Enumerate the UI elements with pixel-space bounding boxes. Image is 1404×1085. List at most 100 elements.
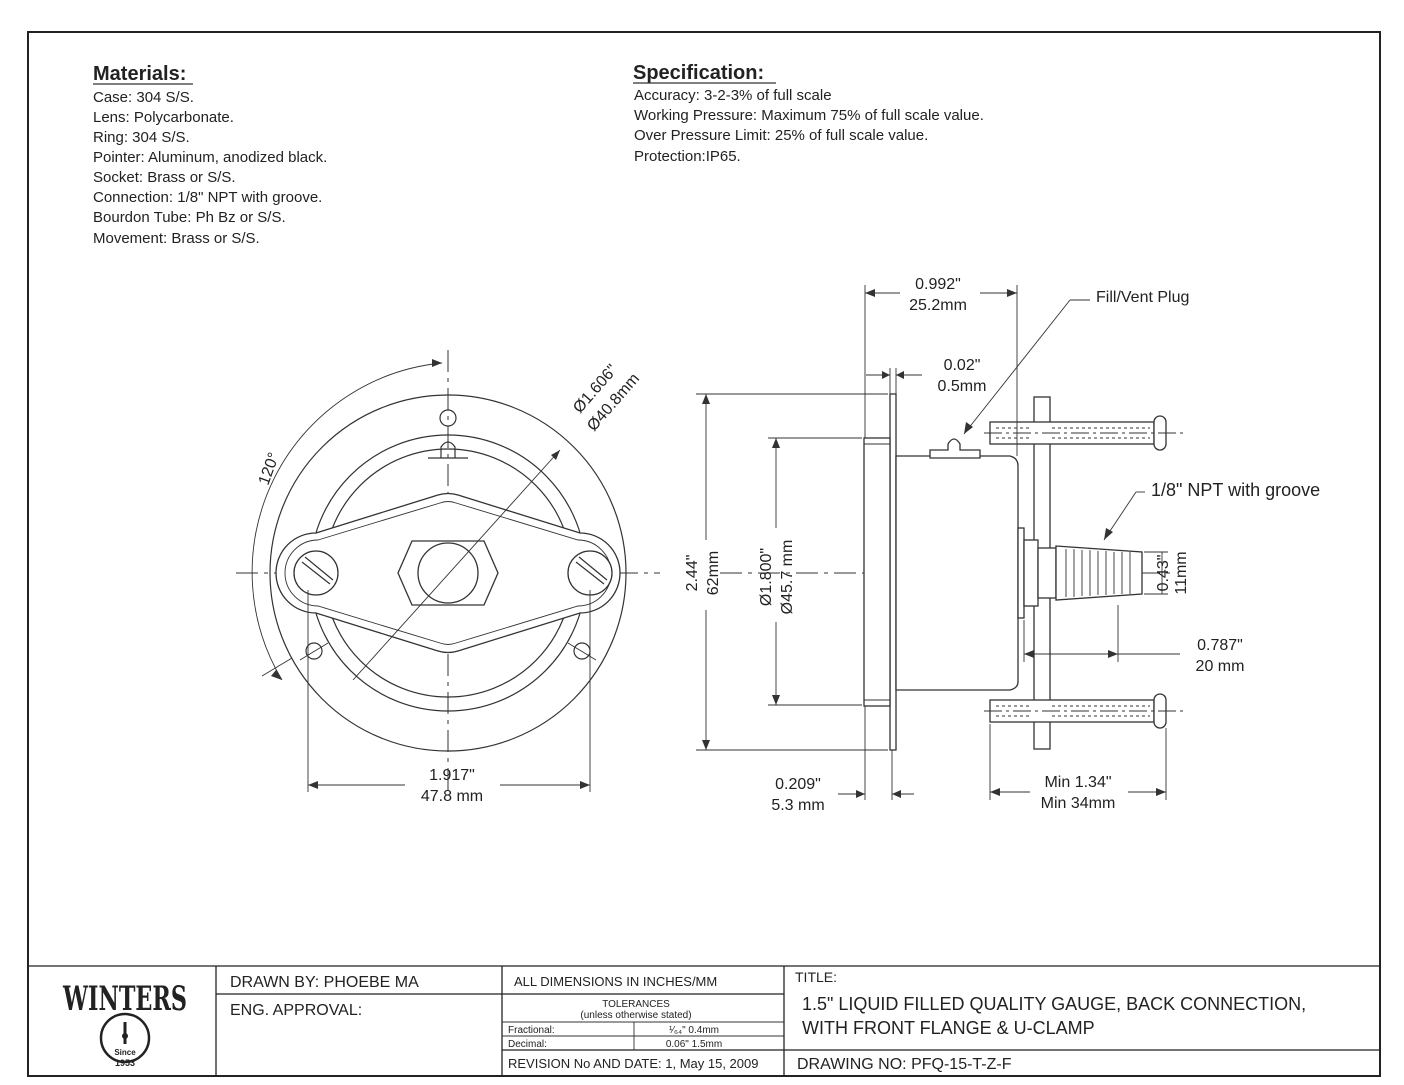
- width-arrow-left: [308, 781, 318, 789]
- case-diameter-in: Ø1.800": [758, 548, 775, 606]
- title-label: TITLE:: [795, 969, 837, 985]
- clamp-arrow-left: [990, 788, 1000, 796]
- front-flange: [889, 393, 897, 751]
- side-view: 0.992" 25.2mm 0.02" 0.5mm Fill/Vent Plug…: [684, 276, 1320, 814]
- npt-thread: [1055, 545, 1143, 601]
- specification-heading: Specification:: [633, 62, 764, 84]
- fill-vent-leader: [963, 299, 1071, 435]
- gauge-case: [895, 455, 1019, 691]
- materials-line: Lens: Polycarbonate.: [93, 109, 234, 126]
- flange-arrow-right: [896, 371, 904, 379]
- eng-approval: ENG. APPROVAL:: [230, 1002, 362, 1019]
- screw-slot-right: [575, 561, 605, 585]
- title-block: WINTERS Since 1953 DRAWN BY: PHOEBE MA E…: [28, 965, 1380, 1076]
- depth-arrow-right: [1007, 289, 1017, 297]
- stem-dimension-mm: 20 mm: [1196, 658, 1245, 675]
- materials-line: Pointer: Aluminum, anodized black.: [93, 149, 327, 166]
- decimal-label: Decimal:: [508, 1039, 547, 1050]
- connector-stem: [417, 542, 479, 604]
- screw-slot-left: [301, 561, 331, 585]
- outer-flange-ring: [269, 394, 627, 752]
- stem-arrow-left: [1024, 650, 1034, 658]
- angle-leader: [261, 657, 293, 677]
- angle-arc: [251, 362, 443, 681]
- materials-line: Movement: Brass or S/S.: [93, 230, 260, 247]
- clamp-arrow-right: [1156, 788, 1166, 796]
- diameter-leader: [352, 449, 561, 681]
- logo-gauge-hub: [122, 1033, 128, 1039]
- fractional-value: ¹⁄₆₄" 0.4mm: [669, 1025, 719, 1036]
- width-arrow-right: [580, 781, 590, 789]
- bezel-dimension-in: 0.209": [775, 776, 821, 793]
- u-clamp-plate-inner: [284, 501, 612, 645]
- logo-since: Since: [114, 1048, 136, 1057]
- materials-line: Ring: 304 S/S.: [93, 129, 190, 146]
- width-dimension-in: 1.917": [429, 767, 475, 784]
- stem-dimension-in: 0.787": [1197, 637, 1243, 654]
- dimensions-note: ALL DIMENSIONS IN INCHES/MM: [514, 974, 717, 989]
- bezel-dimension-mm: 5.3 mm: [771, 797, 824, 814]
- clamp-dimension-in: Min 1.34": [1044, 774, 1111, 791]
- tolerances-heading: TOLERANCES: [602, 999, 670, 1010]
- logo-year: 1953: [115, 1058, 135, 1068]
- materials-heading: Materials:: [93, 63, 186, 85]
- fill-vent-plug: [929, 438, 981, 459]
- fill-vent-label: Fill/Vent Plug: [1096, 289, 1189, 306]
- materials-line: Bourdon Tube: Ph Bz or S/S.: [93, 209, 286, 226]
- depth-dimension-mm: 25.2mm: [909, 297, 967, 314]
- drawing-frame: [27, 31, 1381, 1077]
- decimal-value: 0.06" 1.5mm: [666, 1039, 722, 1050]
- logo-wordmark: WINTERS: [62, 979, 187, 1019]
- angle-arrow-top: [432, 359, 442, 367]
- height-arrow-bottom: [702, 740, 710, 750]
- height-dimension-in: 2.44": [684, 555, 701, 592]
- bezel: [863, 437, 891, 707]
- socket-block: [1017, 527, 1025, 619]
- socket-neck: [1037, 547, 1057, 599]
- case-diameter-mm: Ø45.7 mm: [779, 540, 796, 615]
- specification-line: Protection:IP65.: [634, 148, 741, 165]
- case-dia-arrow-top: [772, 438, 780, 448]
- depth-dimension-in: 0.992": [915, 276, 961, 293]
- mounting-hole: [439, 409, 457, 427]
- npt-label: 1/8" NPT with groove: [1151, 480, 1320, 500]
- specification-line: Accuracy: 3-2-3% of full scale: [634, 87, 832, 104]
- screw-slot-left: [304, 556, 334, 581]
- clamp-dimension-mm: Min 34mm: [1041, 795, 1116, 812]
- fractional-label: Fractional:: [508, 1025, 555, 1036]
- fill-vent-arrow: [964, 422, 973, 434]
- mounting-hole: [305, 642, 323, 660]
- angle-arrow-bottom: [271, 670, 282, 680]
- title-line-2: WITH FRONT FLANGE & U-CLAMP: [802, 1018, 1095, 1038]
- fill-plug-front: [440, 441, 456, 458]
- drawing-number: DRAWING NO: PFQ-15-T-Z-F: [797, 1056, 1012, 1073]
- case-dia-arrow-bottom: [772, 695, 780, 705]
- depth-arrow-left: [865, 289, 875, 297]
- hole-center-mark: [567, 642, 597, 661]
- flange-arrow-left: [882, 371, 890, 379]
- materials-section: Materials: Case: 304 S/S. Lens: Polycarb…: [93, 63, 327, 247]
- tolerances-subheading: (unless otherwise stated): [580, 1010, 691, 1021]
- flange-dimension-in: 0.02": [944, 357, 981, 374]
- specification-line: Working Pressure: Maximum 75% of full sc…: [634, 107, 984, 124]
- flange-dimension-mm: 0.5mm: [938, 378, 987, 395]
- bezel-arrow-left: [856, 790, 865, 798]
- width-dimension-mm: 47.8 mm: [421, 788, 483, 805]
- height-dimension-mm: 62mm: [705, 551, 722, 595]
- bezel-arrow-right: [892, 790, 901, 798]
- drawn-by: DRAWN BY: PHOEBE MA: [230, 974, 419, 991]
- specification-section: Specification: Accuracy: 3-2-3% of full …: [633, 62, 984, 165]
- hole-center-mark: [299, 642, 329, 661]
- materials-line: Case: 304 S/S.: [93, 89, 194, 106]
- socket-hex: [1023, 539, 1039, 607]
- thread-dimension-in: 0.43": [1155, 555, 1172, 592]
- revision: REVISION No AND DATE: 1, May 15, 2009: [508, 1056, 758, 1071]
- diameter-arrow: [551, 450, 560, 460]
- npt-arrow: [1104, 528, 1113, 540]
- specification-line: Over Pressure Limit: 25% of full scale v…: [634, 127, 928, 144]
- height-arrow-top: [702, 394, 710, 404]
- front-view: Ø1.606" Ø40.8mm 120° 1.917" 47.8 mm: [236, 350, 660, 805]
- screw-slot-right: [578, 556, 608, 581]
- title-line-1: 1.5" LIQUID FILLED QUALITY GAUGE, BACK C…: [802, 994, 1306, 1014]
